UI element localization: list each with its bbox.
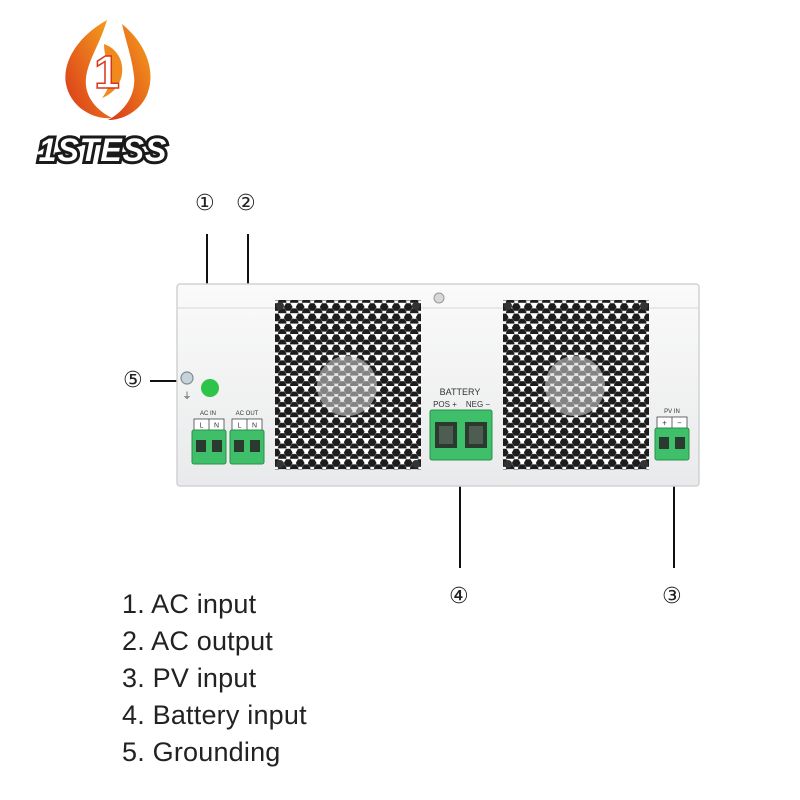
ac-in-terminal xyxy=(191,429,227,465)
leader-line-3 xyxy=(673,458,675,568)
brand-logo-flame-icon: 1 xyxy=(65,20,151,120)
callout-5: ⑤ xyxy=(123,368,143,393)
fan-grille-left xyxy=(275,300,421,470)
ac-out-label: AC OUT xyxy=(236,411,259,417)
ac-out-pin-l: L xyxy=(238,423,242,430)
leader-line-5 xyxy=(150,380,184,382)
brand-wordmark: 1STESS xyxy=(36,129,170,171)
callout-4: ④ xyxy=(449,584,469,609)
callout-1: ① xyxy=(195,191,215,216)
ac-out-terminal xyxy=(229,429,265,465)
ac-in-pin-n: N xyxy=(214,423,219,430)
legend-item: 4. Battery input xyxy=(122,700,307,730)
ground-symbol-icon: ⏚ xyxy=(182,391,191,401)
grounding-terminal: ⏚ xyxy=(180,371,194,401)
battery-neg-label: NEG − xyxy=(466,400,491,409)
callout-2: ② xyxy=(236,191,256,216)
fan-grille-right xyxy=(503,300,649,470)
logo-mark-digit: 1 xyxy=(94,46,120,98)
battery-pos-label: POS + xyxy=(433,400,457,409)
legend-item: 3. PV input xyxy=(122,663,257,693)
ac-in-label: AC IN xyxy=(200,411,216,417)
pv-in-pin-plus: + xyxy=(662,419,667,428)
status-led-icon xyxy=(201,379,219,397)
top-screw-icon xyxy=(433,292,445,304)
legend-item: 1. AC input xyxy=(122,589,257,619)
callout-3: ③ xyxy=(662,584,682,609)
battery-label: BATTERY xyxy=(440,387,481,397)
brand-name: 1STESS xyxy=(39,132,168,168)
legend-item: 2. AC output xyxy=(122,626,274,656)
pv-in-pin-minus: − xyxy=(677,419,682,428)
ac-in-pin-l: L xyxy=(200,423,204,430)
ground-screw-icon xyxy=(180,371,194,385)
legend-list: 1. AC input 2. AC output 3. PV input 4. … xyxy=(122,586,307,771)
inverter-bottom-panel: ⏚ AC IN L N AC OUT L N BATTERY POS + NEG… xyxy=(176,283,700,487)
battery-terminal xyxy=(429,409,493,461)
pv-in-label: PV IN xyxy=(664,409,680,415)
legend-item: 5. Grounding xyxy=(122,737,281,767)
pv-in-terminal xyxy=(654,427,690,461)
leader-line-4 xyxy=(459,458,461,568)
ac-out-pin-n: N xyxy=(252,423,257,430)
